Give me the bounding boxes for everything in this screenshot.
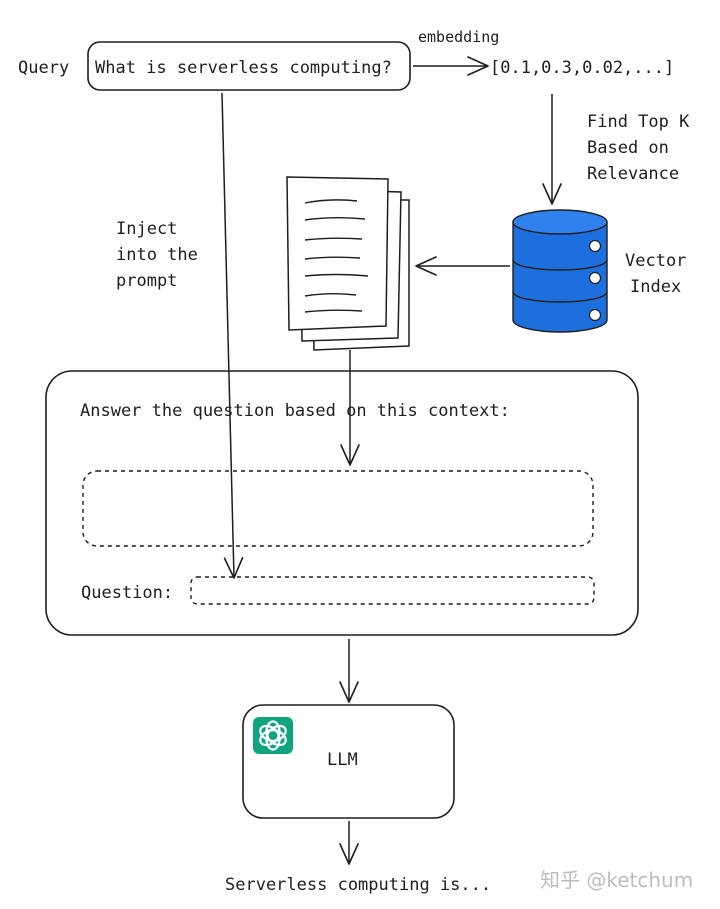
watermark: 知乎 @ketchum bbox=[540, 868, 693, 892]
inject-line-1: Inject bbox=[116, 219, 177, 239]
openai-logo-icon bbox=[253, 717, 293, 754]
embedding-vector: [0.1,0.3,0.02,...] bbox=[490, 58, 674, 78]
find-line-1: Find Top K bbox=[587, 112, 690, 132]
find-line-2: Based on bbox=[587, 138, 669, 158]
database-icon bbox=[512, 209, 608, 333]
documents-icon bbox=[286, 176, 410, 351]
question-slot bbox=[190, 576, 595, 605]
llm-box bbox=[242, 704, 455, 819]
prompt-box bbox=[45, 370, 639, 636]
query-text: What is serverless computing? bbox=[95, 58, 392, 78]
query-label: Query bbox=[18, 58, 69, 78]
inject-line-3: prompt bbox=[116, 271, 177, 291]
vector-index-line-2: Index bbox=[630, 277, 681, 297]
inject-arrow bbox=[221, 92, 244, 579]
find-line-3: Relevance bbox=[587, 164, 679, 184]
embedding-label: embedding bbox=[418, 28, 499, 46]
llm-label: LLM bbox=[327, 750, 358, 770]
prompt-instruction: Answer the question based on this contex… bbox=[80, 401, 510, 421]
vector-index-line-1: Vector bbox=[625, 251, 686, 271]
inject-line-2: into the bbox=[116, 245, 198, 265]
context-slot bbox=[82, 470, 594, 547]
output-text: Serverless computing is... bbox=[225, 875, 491, 895]
query-box bbox=[87, 41, 411, 91]
question-label: Question: bbox=[81, 583, 173, 603]
